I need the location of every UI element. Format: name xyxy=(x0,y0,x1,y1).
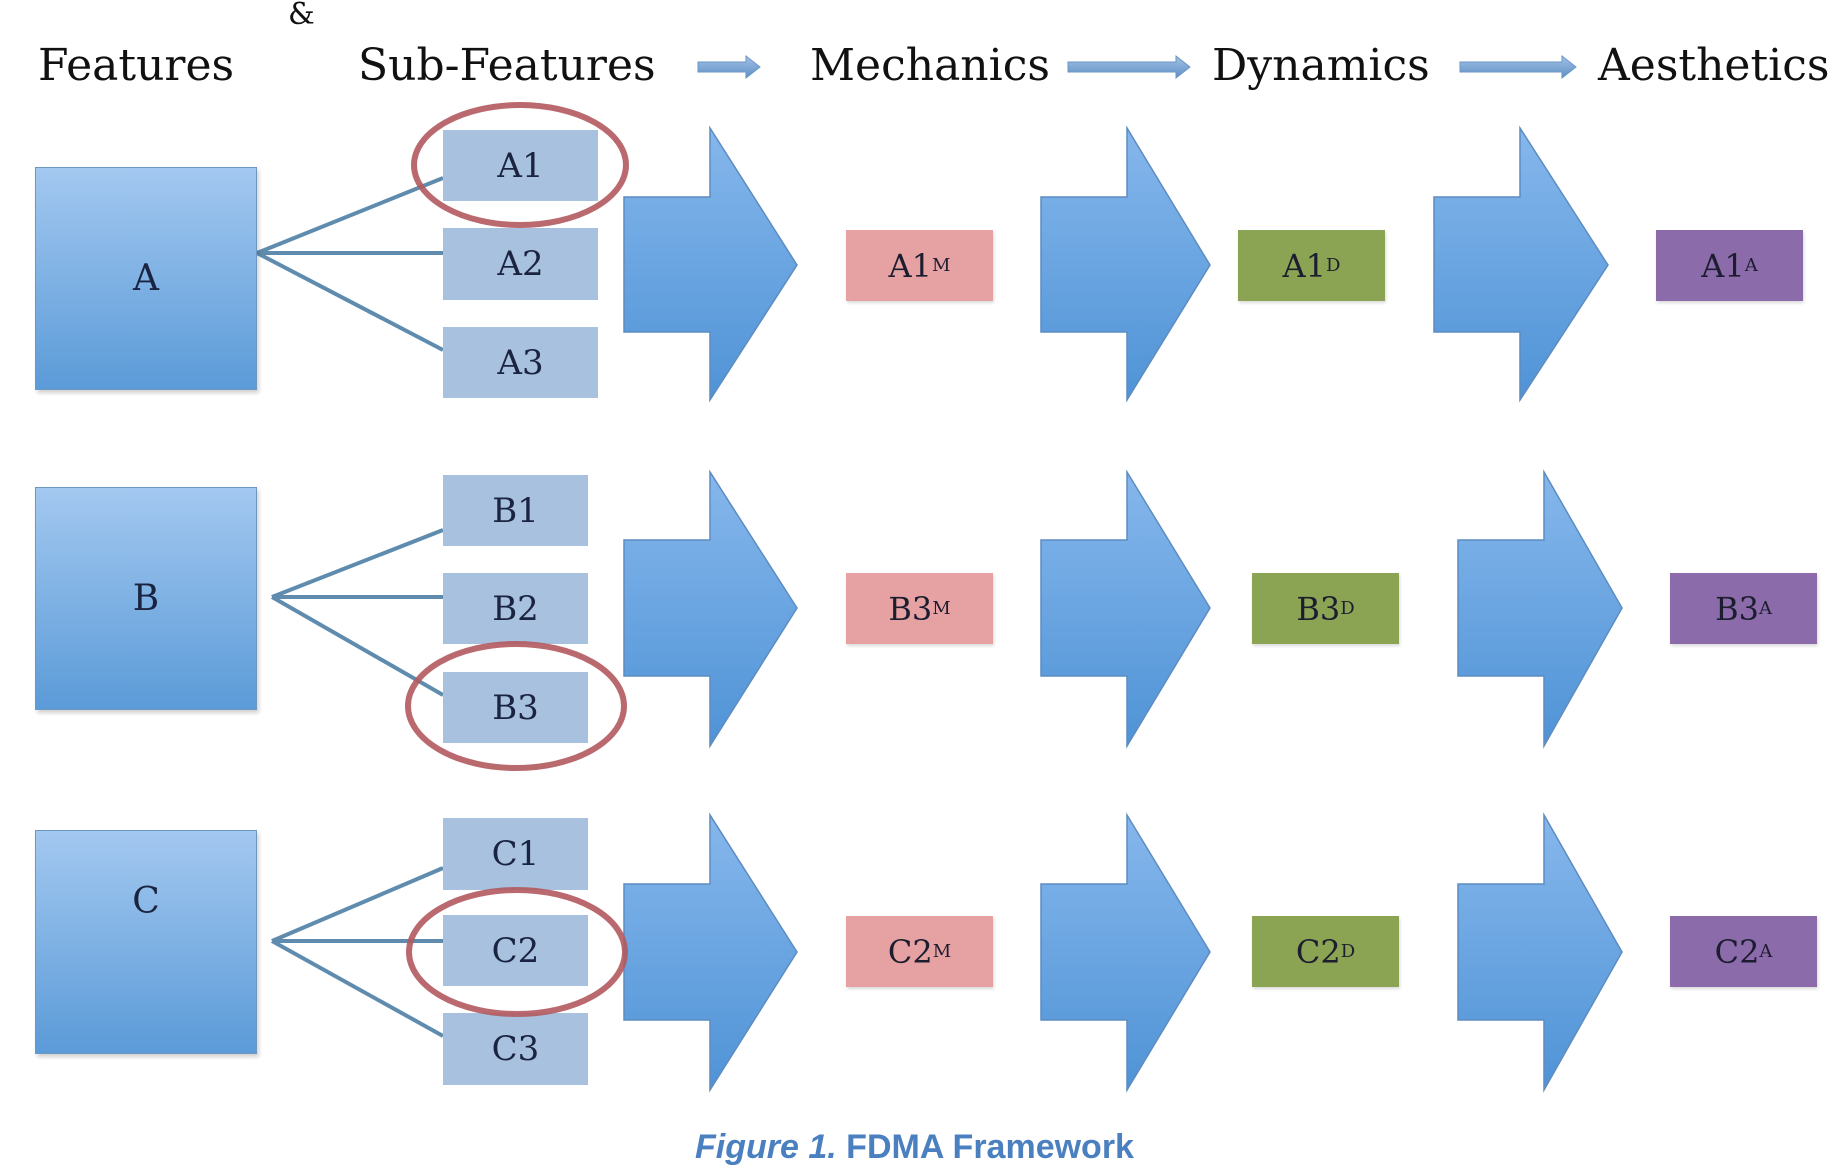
sub-feature-label: B3 xyxy=(492,687,539,728)
feature-box-c: C xyxy=(35,830,257,1054)
big-arrow-icon xyxy=(1457,469,1623,749)
sub-feature-label: B2 xyxy=(492,588,539,629)
result-subscript: D xyxy=(1340,598,1355,619)
sub-feature-label: C2 xyxy=(491,930,540,971)
result-label: B3 xyxy=(1715,589,1759,628)
big-arrow-icon xyxy=(1040,812,1211,1093)
sub-feature-label: A3 xyxy=(497,342,544,383)
result-subscript: D xyxy=(1340,941,1356,962)
result-label: B3 xyxy=(1296,589,1341,628)
big-arrow-icon xyxy=(1457,812,1623,1093)
big-arrow-icon xyxy=(623,469,798,749)
big-arrow-icon xyxy=(623,812,798,1093)
result-label: C2 xyxy=(887,932,933,971)
header-dynamics: Dynamics xyxy=(1212,40,1430,91)
result-subscript: A xyxy=(1759,941,1773,962)
connector-line xyxy=(271,528,444,599)
sub-feature-label: B1 xyxy=(492,490,539,531)
big-arrow-icon xyxy=(1040,125,1211,403)
result-label: A1 xyxy=(1282,246,1327,285)
sub-feature-label: C1 xyxy=(491,834,540,874)
result-subscript: M xyxy=(932,255,951,276)
header-arrow-icon xyxy=(1067,54,1191,80)
connector-line xyxy=(271,595,444,697)
result-subscript: A xyxy=(1744,255,1758,276)
sub-feature-box: A3 xyxy=(443,327,598,398)
sub-feature-box: A2 xyxy=(443,228,598,300)
result-label: A1 xyxy=(1701,246,1745,285)
sub-feature-box: B2 xyxy=(443,573,588,644)
feature-label: B xyxy=(132,578,160,619)
header-sub-features: Sub-Features xyxy=(358,40,656,91)
result-label: B3 xyxy=(888,589,933,628)
header-ampersand: & xyxy=(288,0,315,32)
highlight-ellipse xyxy=(411,102,629,228)
header-arrow-icon xyxy=(697,54,761,80)
sub-feature-box: A1 xyxy=(443,130,598,201)
figure-label: Figure 1. xyxy=(695,1128,837,1166)
connector-line xyxy=(256,176,444,255)
result-subscript: M xyxy=(932,598,951,619)
feature-label: A xyxy=(133,258,159,299)
big-arrow-icon xyxy=(1433,125,1609,403)
sub-feature-box: C1 xyxy=(443,818,588,890)
feature-box-b: B xyxy=(35,487,257,710)
header-mechanics: Mechanics xyxy=(810,40,1050,91)
result-subscript: D xyxy=(1326,255,1341,276)
big-arrow-icon xyxy=(1040,469,1211,749)
result-label: C2 xyxy=(1714,932,1760,971)
highlight-ellipse xyxy=(405,641,627,771)
connector-line xyxy=(271,866,444,943)
feature-label: C xyxy=(132,881,160,922)
figure-caption: Figure 1. FDMA Framework xyxy=(0,1128,1829,1167)
connector-line xyxy=(271,939,444,1038)
result-label: C2 xyxy=(1295,932,1341,971)
header-aesthetics: Aesthetics xyxy=(1598,40,1829,91)
figure-title: FDMA Framework xyxy=(846,1128,1134,1166)
header-features: Features xyxy=(38,40,235,91)
result-subscript: M xyxy=(932,941,952,962)
feature-box-a: A xyxy=(35,167,257,390)
connector-line xyxy=(256,251,444,352)
highlight-ellipse xyxy=(406,887,628,1017)
sub-feature-box: B3 xyxy=(443,672,588,743)
header-arrow-icon xyxy=(1459,54,1577,80)
sub-feature-label: C3 xyxy=(491,1029,540,1069)
result-label: A1 xyxy=(888,246,933,285)
sub-feature-box: C2 xyxy=(443,915,588,986)
sub-feature-label: A2 xyxy=(497,244,544,284)
sub-feature-box: C3 xyxy=(443,1013,588,1085)
result-subscript: A xyxy=(1758,598,1772,619)
big-arrow-icon xyxy=(623,125,798,403)
sub-feature-box: B1 xyxy=(443,475,588,546)
sub-feature-label: A1 xyxy=(497,145,544,186)
